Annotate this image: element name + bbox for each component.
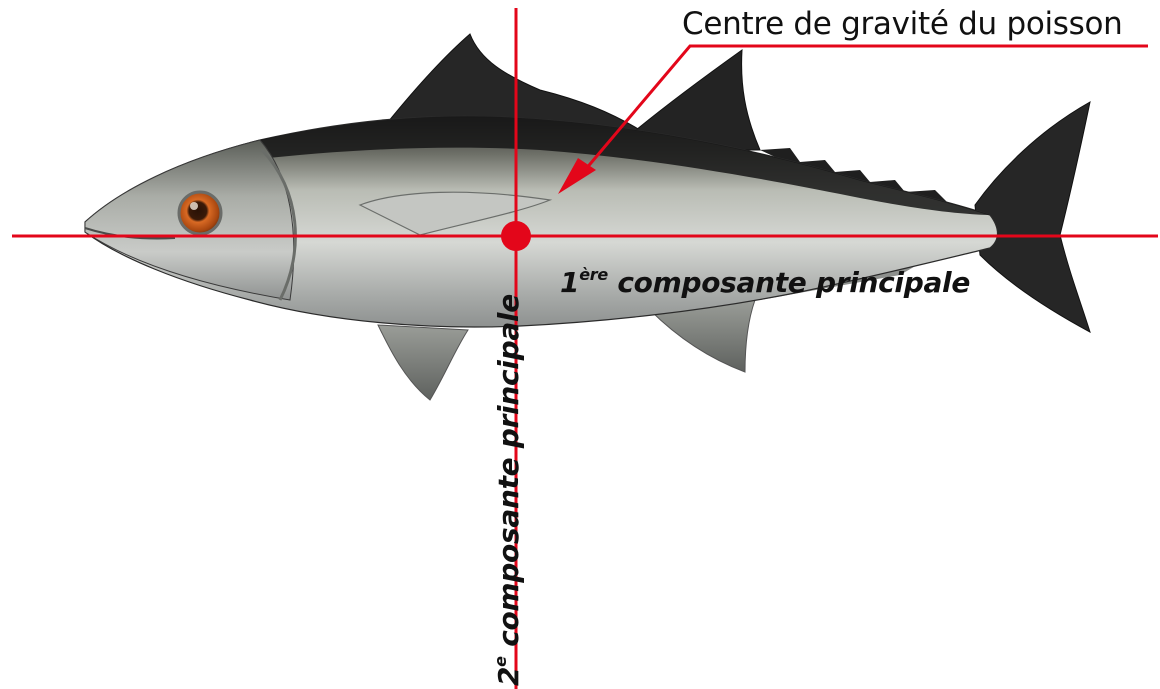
axis1-superscript: ère [579, 265, 608, 284]
caudal-fin [974, 101, 1091, 334]
pelvic-fin [377, 324, 469, 401]
centre-label-text: Centre de gravité du poisson [682, 6, 1123, 42]
centre-of-gravity-point [501, 221, 531, 251]
axis2-superscript: e [491, 656, 510, 667]
axis1-prefix: 1 [560, 266, 580, 299]
axis2-prefix: 2 [492, 666, 525, 686]
callout-arrowhead [558, 158, 596, 194]
axis2-text: composante principale [492, 294, 525, 657]
first-component-label: 1ère composante principale [560, 266, 970, 299]
first-dorsal-fin [387, 33, 642, 141]
pectoral-fin [358, 191, 553, 236]
callout-line [583, 44, 1148, 171]
gill-line [260, 148, 297, 301]
second-component-label: 2e composante principale [491, 294, 525, 686]
eye-highlight [190, 202, 198, 210]
anal-fin [648, 299, 756, 373]
centre-of-gravity-label: Centre de gravité du poisson [682, 6, 1123, 42]
axis1-text: composante principale [607, 266, 971, 299]
fish-eye [177, 190, 223, 236]
second-dorsal-fin [628, 48, 761, 151]
dark-back-stripe [250, 116, 990, 215]
